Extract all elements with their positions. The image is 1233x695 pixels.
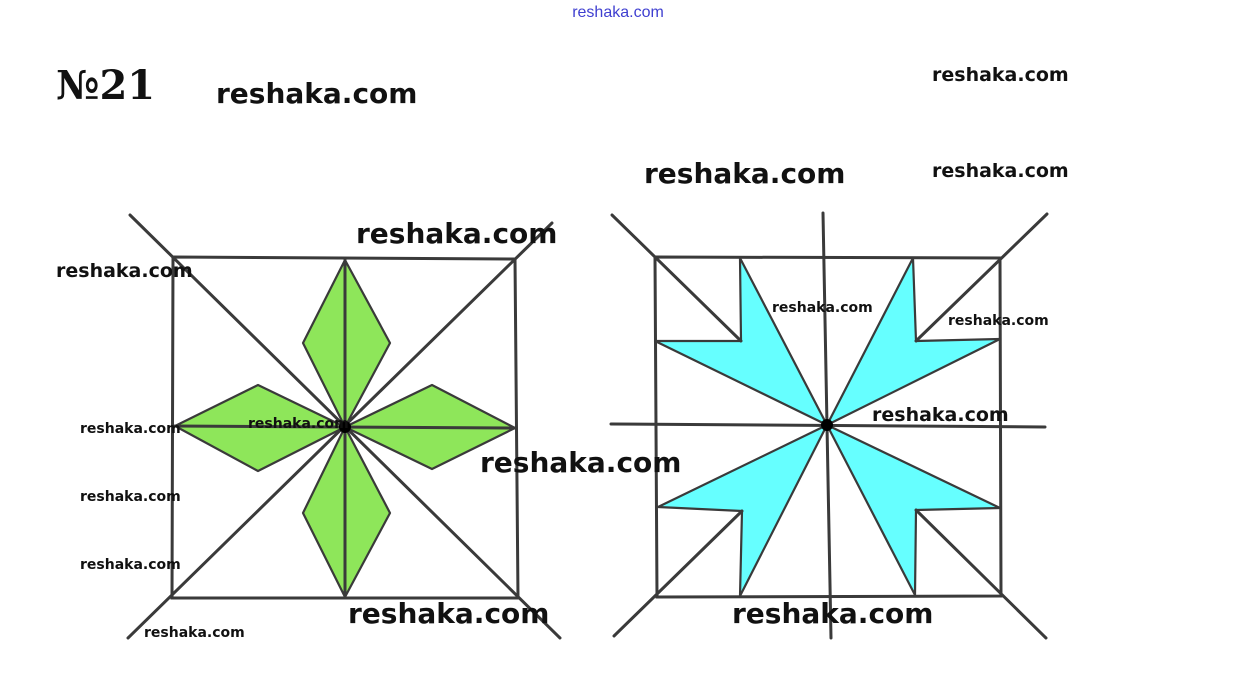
right-petal-bottom-right bbox=[825, 423, 1002, 597]
left-figure bbox=[126, 213, 562, 640]
watermark: reshaka.com bbox=[356, 217, 557, 250]
right-figure bbox=[609, 211, 1049, 640]
site-link[interactable]: reshaka.com bbox=[572, 4, 664, 21]
right-center-point bbox=[821, 419, 833, 431]
watermark: reshaka.com bbox=[348, 597, 549, 630]
watermark: reshaka.com bbox=[480, 446, 681, 479]
watermark: reshaka.com bbox=[144, 625, 245, 641]
right-diagonal-3 bbox=[612, 509, 744, 638]
watermark: reshaka.com bbox=[80, 557, 181, 573]
watermark: reshaka.com bbox=[56, 260, 193, 282]
problem-number: №21 bbox=[56, 62, 155, 109]
watermark: reshaka.com bbox=[644, 157, 845, 190]
watermark: reshaka.com bbox=[80, 421, 181, 437]
watermark: reshaka.com bbox=[732, 597, 933, 630]
left-diagonal-2 bbox=[126, 221, 554, 640]
right-diagonal-1 bbox=[610, 213, 743, 343]
right-square bbox=[653, 255, 1003, 599]
watermark: reshaka.com bbox=[772, 300, 873, 316]
left-center-point bbox=[339, 421, 351, 433]
watermark: reshaka.com bbox=[948, 313, 1049, 329]
watermark: reshaka.com bbox=[80, 489, 181, 505]
watermark: reshaka.com bbox=[932, 160, 1069, 182]
right-diagonal-4 bbox=[914, 508, 1048, 640]
watermark: reshaka.com bbox=[872, 404, 1009, 426]
watermarks: reshaka.com reshaka.com reshaka.com resh… bbox=[56, 64, 1069, 641]
right-diagonal-2 bbox=[914, 212, 1049, 343]
watermark: reshaka.com bbox=[248, 416, 349, 432]
watermark: reshaka.com bbox=[216, 77, 417, 110]
watermark: reshaka.com bbox=[932, 64, 1069, 86]
